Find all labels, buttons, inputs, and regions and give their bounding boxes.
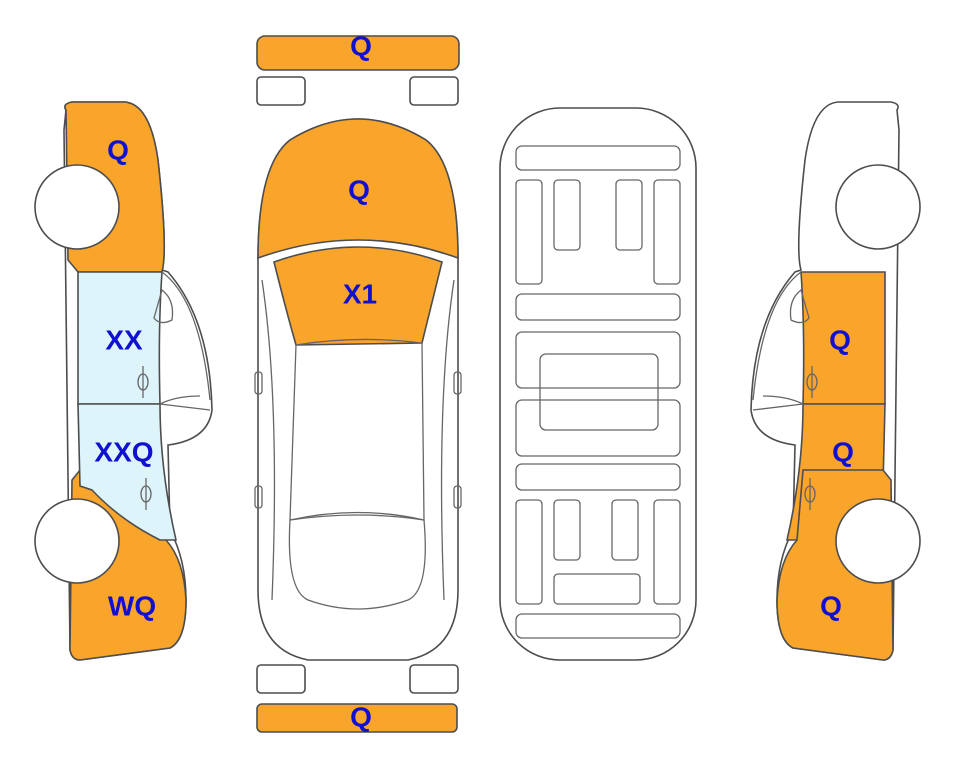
damage-labels: Q Q X1 Q Q XX XXQ WQ Q Q Q: [94, 31, 853, 733]
front-bumper-panel: [256, 35, 460, 71]
front-left-light: [256, 76, 306, 106]
front-bumper-label: Q: [350, 31, 372, 62]
front-right-light: [409, 76, 459, 106]
right-front-wheel: [835, 164, 921, 250]
underside-body-outline: [499, 107, 697, 661]
left-rear-quarter-label: WQ: [108, 591, 156, 622]
hood-label: Q: [348, 175, 370, 206]
right-front-door-handle: [806, 366, 818, 398]
rear-bumper-label: Q: [350, 702, 372, 733]
left-front-door-label: XX: [105, 325, 143, 356]
underside-view: [499, 107, 697, 661]
right-rear-wheel: [835, 498, 921, 584]
left-rear-wheel: [34, 498, 120, 584]
right-rear-door-handle: [804, 478, 816, 510]
hood-panel: [257, 118, 459, 260]
right-rear-door-label: Q: [832, 437, 854, 468]
left-front-door-handle: [137, 366, 149, 398]
left-front-fender-label: Q: [107, 135, 129, 166]
windshield-label: X1: [343, 279, 377, 310]
left-front-wheel: [34, 164, 120, 250]
left-rear-door-label: XXQ: [94, 437, 153, 468]
left-rear-door-glass: [77, 403, 178, 541]
windshield-panel: [273, 246, 443, 346]
rear-bumper-panel: [256, 703, 458, 733]
right-front-door-label: Q: [829, 325, 851, 356]
left-rear-door-handle: [140, 478, 152, 510]
left-side-view: [34, 101, 213, 661]
right-side-view: [750, 101, 921, 661]
top-view: [254, 35, 462, 733]
right-rear-quarter-label: Q: [820, 591, 842, 622]
rear-right-light: [409, 664, 459, 694]
rear-left-light: [256, 664, 306, 694]
